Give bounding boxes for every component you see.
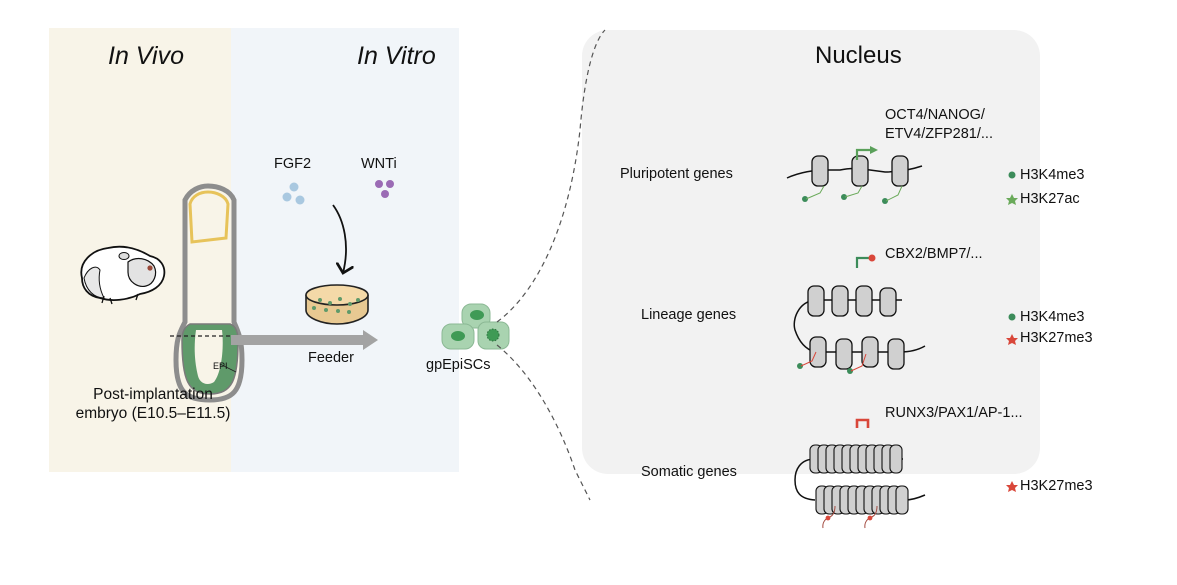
lineage-gene-list: CBX2/BMP7/... — [885, 246, 983, 262]
nucleosome — [895, 485, 909, 515]
pluripotent-gene-list-line2: ETV4/ZFP281/... — [885, 126, 993, 142]
somatic-mark-1: H3K27me3 — [1020, 478, 1093, 494]
h3k27me3-star-icon — [1006, 334, 1018, 345]
somatic-gene-list: RUNX3/PAX1/AP-1... — [885, 405, 1023, 421]
wnti-molecules-icon — [375, 180, 394, 198]
nucleus-title: Nucleus — [815, 42, 902, 69]
nucleosome — [889, 444, 903, 474]
embryo-icon — [170, 183, 246, 403]
pluripotent-genes-label: Pluripotent genes — [620, 166, 733, 182]
somatic-chromatin-icon — [794, 418, 926, 529]
fgf2-molecules-icon — [282, 182, 305, 205]
pluripotent-gene-list-line1: OCT4/NANOG/ — [885, 107, 985, 123]
lineage-chromatin-icon — [793, 254, 926, 374]
repressed-promoter-icon — [855, 418, 870, 428]
bivalent-promoter-icon — [855, 256, 870, 268]
h3k27ac-star-icon — [1006, 194, 1018, 205]
fgf2-label: FGF2 — [274, 156, 312, 172]
in-vivo-title: In Vivo — [108, 42, 184, 70]
petri-dish-icon — [305, 284, 369, 325]
in-vitro-panel — [231, 28, 459, 472]
active-promoter-arrow-icon — [855, 148, 872, 160]
h3k4me3-dot-icon — [1008, 313, 1016, 321]
guinea-pig-icon — [80, 245, 166, 305]
lineage-mark-2: H3K27me3 — [1020, 330, 1093, 346]
pluripotent-chromatin-icon — [786, 146, 923, 204]
h3k4me3-dot-icon — [1008, 171, 1016, 179]
feeder-label: Feeder — [308, 350, 354, 366]
lineage-mark-1: H3K4me3 — [1020, 309, 1085, 325]
embryo-label-line2: embryo (E10.5–E11.5) — [75, 405, 231, 422]
epi-label: EPI — [213, 361, 228, 371]
treatment-arrow-icon — [332, 204, 346, 273]
in-vitro-title: In Vitro — [357, 42, 436, 70]
pluripotent-mark-2: H3K27ac — [1020, 191, 1080, 207]
pluripotent-mark-1: H3K4me3 — [1020, 167, 1085, 183]
nucleus-panel — [582, 30, 1040, 474]
wnti-label: WNTi — [361, 156, 397, 172]
embryo-label-line1: Post-implantation — [93, 386, 213, 403]
zoom-line-bottom — [496, 344, 591, 501]
zoom-line-top — [496, 29, 606, 323]
progression-arrow-icon — [231, 330, 378, 350]
legend-symbols — [1006, 171, 1018, 492]
lineage-genes-label: Lineage genes — [641, 307, 737, 323]
somatic-genes-label: Somatic genes — [641, 464, 737, 480]
gpepiscs-label: gpEpiSCs — [426, 357, 491, 373]
gpepiscs-cells-icon — [441, 303, 510, 350]
h3k27me3-star-icon — [1006, 481, 1018, 492]
